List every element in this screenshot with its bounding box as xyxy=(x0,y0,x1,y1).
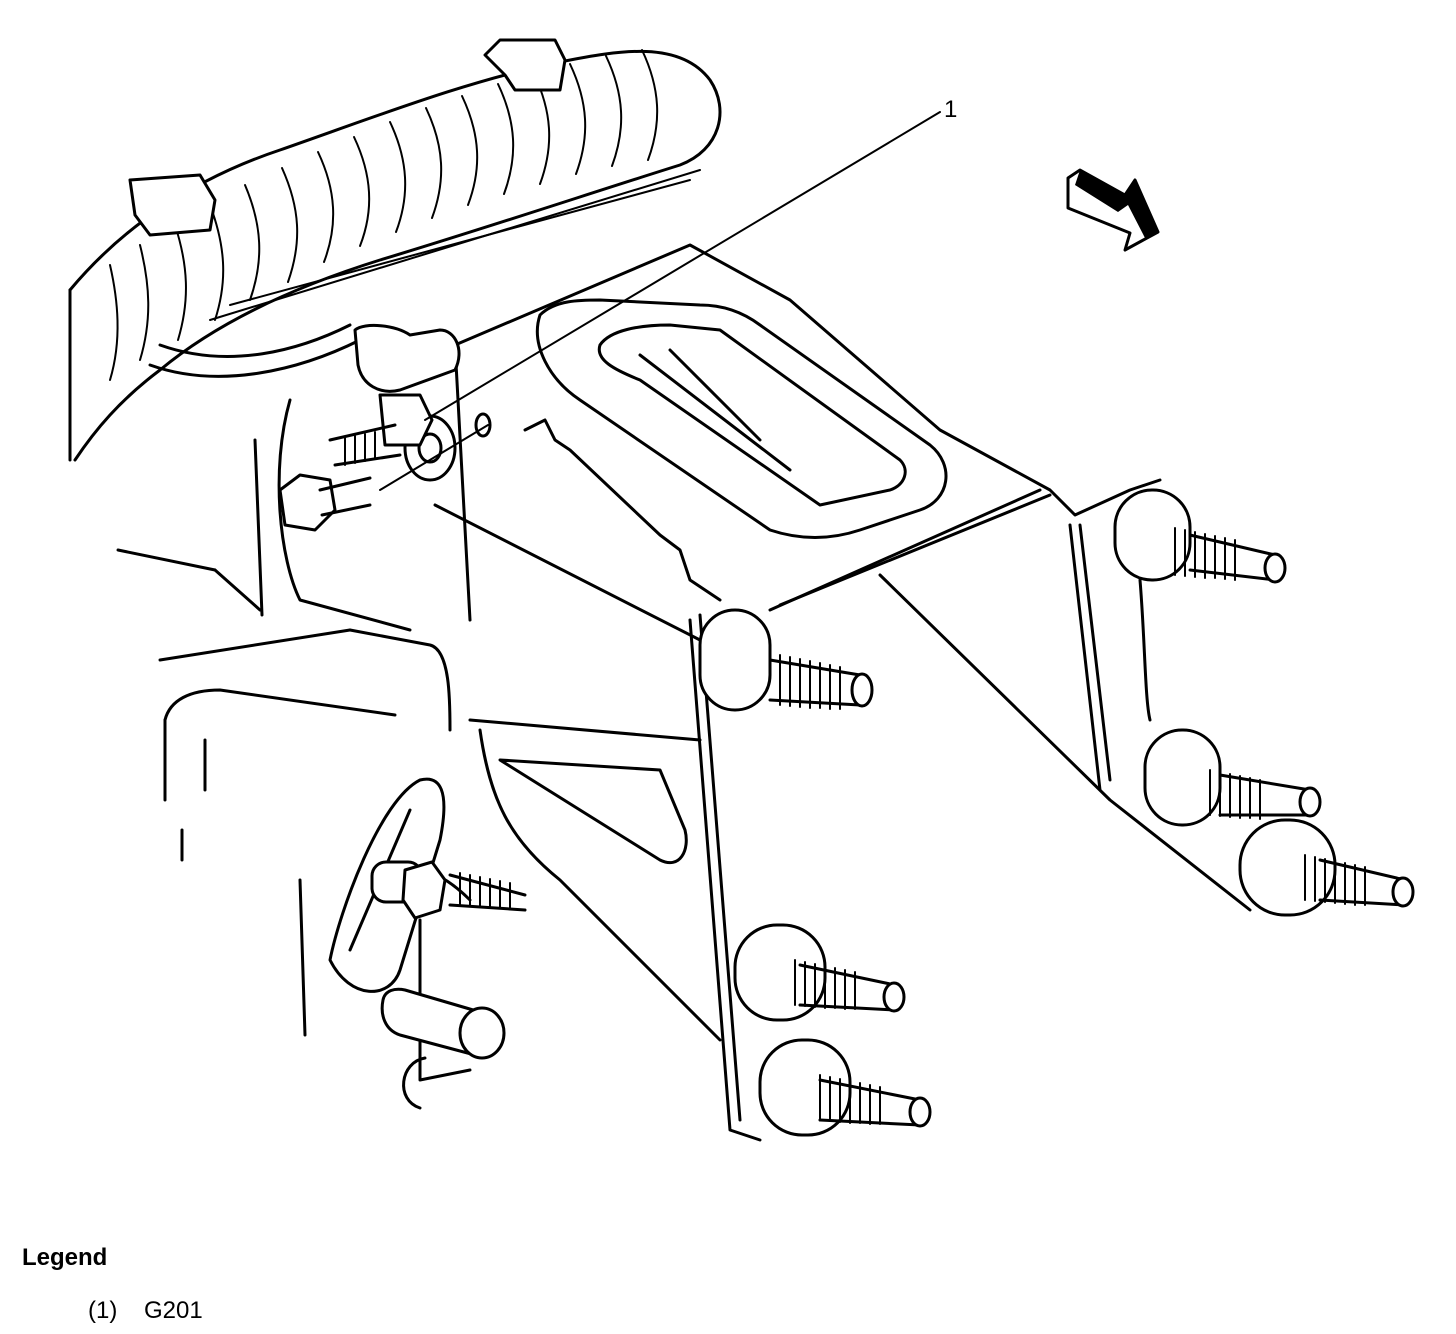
legend: Legend (1) G201 xyxy=(22,1243,622,1324)
mounting-stud xyxy=(1143,728,1322,827)
mounting-stud xyxy=(758,1038,932,1137)
legend-item: (1) G201 xyxy=(88,1297,203,1325)
callout-number-1: 1 xyxy=(944,96,958,123)
wiring-harness xyxy=(68,38,722,462)
retaining-clip xyxy=(402,1056,427,1110)
mounting-stud xyxy=(1113,488,1287,584)
legend-title: Legend xyxy=(22,1244,108,1271)
ground-bolt xyxy=(278,423,402,532)
ground-terminal-g201 xyxy=(353,323,461,482)
mounting-stud xyxy=(733,923,906,1022)
callout-leader-line xyxy=(424,111,941,421)
ground-wire xyxy=(148,338,362,378)
mounting-bracket xyxy=(328,243,1252,1142)
mounting-stud xyxy=(698,608,874,712)
centerline xyxy=(379,424,489,491)
mounting-stud xyxy=(1238,818,1415,917)
component-locator-drawing xyxy=(68,38,1415,1142)
pivot-pin xyxy=(380,987,506,1060)
legend-item-number: (1) xyxy=(88,1297,118,1324)
vehicle-structure xyxy=(116,169,701,1082)
legend-item-label: G201 xyxy=(144,1297,203,1324)
bolt xyxy=(370,860,447,920)
front-arrow-icon xyxy=(1066,168,1160,252)
mounting-stud xyxy=(448,872,527,912)
